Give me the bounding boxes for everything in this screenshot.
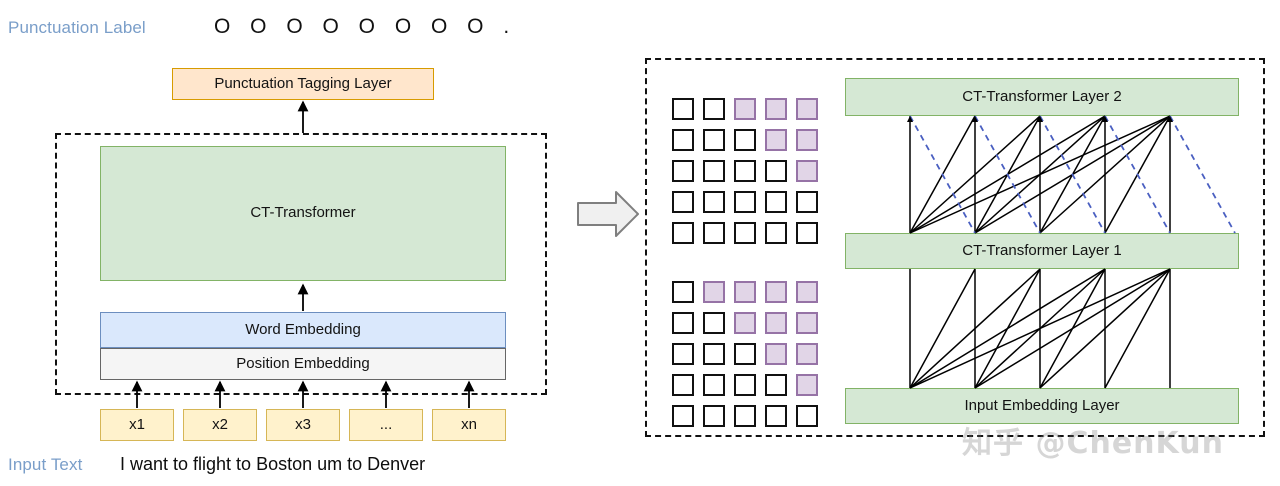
upper-mask-cell-white: [765, 191, 787, 213]
input-sentence: I want to flight to Boston um to Denver: [120, 454, 426, 474]
left-model-dashed-boundary: [55, 133, 547, 395]
ct-transformer-label: CT-Transformer: [250, 204, 356, 222]
lower-mask-cell-purple: [796, 281, 818, 303]
punctuation-tagging-layer-label: Punctuation Tagging Layer: [214, 74, 392, 92]
token-label-x2: x2: [212, 415, 228, 433]
upper-mask-cell-white: [765, 222, 787, 244]
lower-mask-cell-purple: [796, 343, 818, 365]
lower-mask-cell-white: [703, 312, 725, 334]
upper-mask-cell-purple: [796, 98, 818, 120]
word-embedding-box[interactable]: Word Embedding: [100, 312, 506, 348]
right-detail-dashed-boundary: [645, 58, 1265, 437]
lower-mask-cell-white: [734, 405, 756, 427]
upper-mask-cell-white: [672, 98, 694, 120]
input-text-caption: Input Text: [8, 455, 83, 474]
upper-mask-cell-white: [703, 160, 725, 182]
token-box-ellipsis[interactable]: ...: [349, 409, 423, 441]
lower-mask-cell-white: [703, 405, 725, 427]
token-box-x1[interactable]: x1: [100, 409, 174, 441]
upper-mask-cell-white: [734, 222, 756, 244]
lower-mask-cell-purple: [765, 343, 787, 365]
ct-transformer-layer-1-box[interactable]: CT-Transformer Layer 1: [845, 233, 1239, 269]
upper-mask-cell-purple: [765, 98, 787, 120]
lower-mask-cell-purple: [734, 312, 756, 334]
upper-mask-cell-white: [796, 191, 818, 213]
upper-mask-cell-white: [672, 222, 694, 244]
upper-mask-cell-white: [734, 191, 756, 213]
upper-mask-cell-white: [703, 222, 725, 244]
upper-mask-cell-white: [672, 129, 694, 151]
input-embedding-layer-box[interactable]: Input Embedding Layer: [845, 388, 1239, 424]
lower-mask-cell-purple: [734, 281, 756, 303]
upper-mask-cell-white: [672, 191, 694, 213]
right-arrow-icon: [577, 191, 639, 237]
token-label-ellipsis: ...: [379, 415, 393, 433]
ct-transformer-box[interactable]: CT-Transformer: [100, 146, 506, 281]
lower-mask-cell-white: [703, 343, 725, 365]
upper-attention-mask-grid: [672, 98, 827, 253]
upper-mask-cell-white: [765, 160, 787, 182]
upper-mask-cell-white: [703, 191, 725, 213]
upper-mask-cell-white: [703, 129, 725, 151]
lower-mask-cell-purple: [703, 281, 725, 303]
punctuation-label-caption: Punctuation Label: [8, 18, 146, 37]
ct-transformer-layer-1-label: CT-Transformer Layer 1: [962, 241, 1122, 259]
ct-transformer-layer-2-box[interactable]: CT-Transformer Layer 2: [845, 78, 1239, 116]
upper-mask-cell-purple: [765, 129, 787, 151]
lower-mask-cell-white: [672, 312, 694, 334]
lower-mask-cell-white: [672, 281, 694, 303]
token-box-x2[interactable]: x2: [183, 409, 257, 441]
upper-mask-cell-white: [703, 98, 725, 120]
position-embedding-box[interactable]: Position Embedding: [100, 348, 506, 380]
token-label-xn: xn: [461, 415, 477, 433]
position-embedding-label: Position Embedding: [236, 354, 370, 372]
upper-mask-cell-purple: [796, 160, 818, 182]
lower-mask-cell-white: [672, 405, 694, 427]
token-label-x3: x3: [295, 415, 311, 433]
lower-mask-cell-purple: [796, 374, 818, 396]
upper-mask-cell-purple: [734, 98, 756, 120]
token-label-x1: x1: [129, 415, 145, 433]
token-box-x3[interactable]: x3: [266, 409, 340, 441]
punctuation-tag-sequence: O O O O O O O O .: [214, 15, 517, 38]
token-box-xn[interactable]: xn: [432, 409, 506, 441]
lower-mask-cell-white: [672, 374, 694, 396]
lower-mask-cell-white: [765, 374, 787, 396]
ct-transformer-layer-2-label: CT-Transformer Layer 2: [962, 87, 1122, 105]
lower-mask-cell-white: [734, 343, 756, 365]
lower-mask-cell-purple: [765, 312, 787, 334]
lower-mask-cell-purple: [796, 312, 818, 334]
lower-mask-cell-white: [796, 405, 818, 427]
lower-mask-cell-white: [703, 374, 725, 396]
upper-mask-cell-purple: [796, 129, 818, 151]
lower-mask-cell-purple: [765, 281, 787, 303]
punctuation-tagging-layer-box[interactable]: Punctuation Tagging Layer: [172, 68, 434, 100]
lower-attention-mask-grid: [672, 281, 827, 436]
upper-mask-cell-white: [734, 129, 756, 151]
lower-mask-cell-white: [672, 343, 694, 365]
upper-mask-cell-white: [796, 222, 818, 244]
word-embedding-label: Word Embedding: [245, 320, 361, 338]
input-embedding-layer-label: Input Embedding Layer: [964, 396, 1120, 414]
upper-mask-cell-white: [734, 160, 756, 182]
lower-mask-cell-white: [734, 374, 756, 396]
lower-mask-cell-white: [765, 405, 787, 427]
upper-mask-cell-white: [672, 160, 694, 182]
watermark-text: 知乎 @ChenKun: [962, 426, 1224, 461]
